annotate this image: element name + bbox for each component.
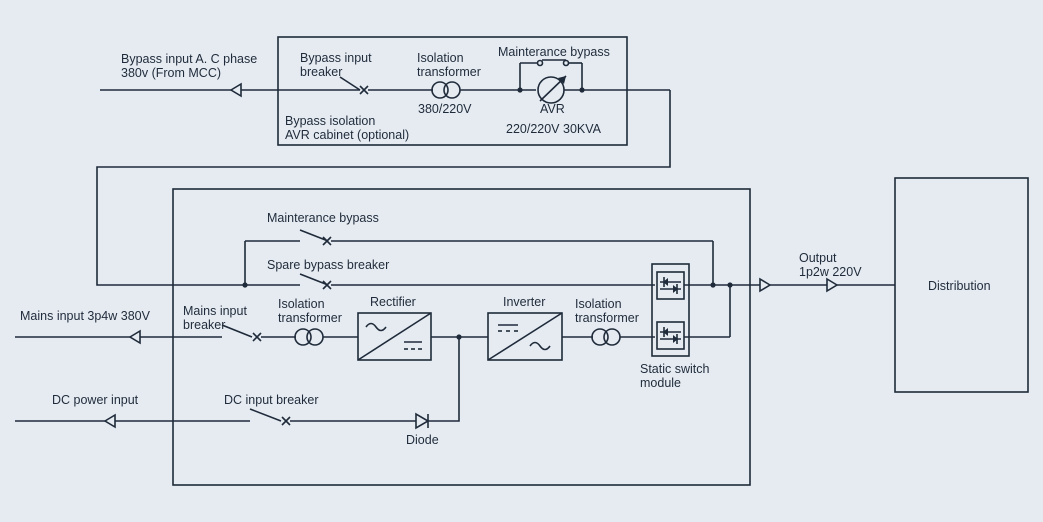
output-arrow	[759, 277, 772, 293]
cabinet-label-1: Bypass isolation	[285, 114, 375, 128]
distribution-box	[894, 177, 1029, 393]
bypass-input-breaker-symbol	[339, 76, 369, 95]
dc-input-breaker-symbol	[249, 408, 291, 426]
static-switch-label-2: module	[640, 376, 681, 390]
thyristor-icon	[660, 277, 681, 294]
dc-input-label: DC power input	[52, 393, 139, 407]
transformer-ratio-label: 380/220V	[418, 102, 472, 116]
output-label-2: 1p2w 220V	[799, 265, 862, 279]
diode-symbol	[415, 412, 430, 430]
spare-bypass-line	[245, 273, 655, 290]
ups-maintenance-bypass-line	[244, 229, 714, 285]
bypass-route-line	[96, 90, 671, 286]
rectifier-label: Rectifier	[370, 295, 416, 309]
junction-dot	[242, 282, 248, 288]
bypass-transformer-label-1: Isolation	[417, 51, 464, 65]
distribution-arrow	[826, 277, 839, 293]
inverter-label: Inverter	[503, 295, 545, 309]
avr-label: AVR	[540, 102, 565, 116]
dc-breaker-label: DC input breaker	[224, 393, 319, 407]
rectifier-symbol	[357, 312, 432, 361]
cabinet-label-2: AVR cabinet (optional)	[285, 128, 409, 142]
mains-breaker-label-1: Mains input	[183, 304, 247, 318]
cabinet-maint-bypass-label: Mainterance bypass	[498, 45, 610, 59]
cabinet-maintenance-bypass-loop	[519, 59, 583, 90]
mains-isolation-transformer-symbol	[294, 328, 324, 346]
thyristor-icon	[660, 327, 681, 344]
bypass-breaker-label-1: Bypass input	[300, 51, 372, 65]
bypass-input-arrow	[229, 82, 242, 98]
avr-rating-label: 220/220V 30KVA	[506, 122, 602, 136]
iso2-label-1: Isolation	[575, 297, 622, 311]
iso1-label-1: Isolation	[278, 297, 325, 311]
avr-symbol	[537, 75, 567, 104]
mains-input-breaker-symbol	[221, 324, 262, 342]
dc-to-dc-bus-line	[428, 337, 460, 422]
static-switch-label-1: Static switch	[640, 362, 710, 376]
ups-maint-bypass-label: Mainterance bypass	[267, 211, 379, 225]
iso1-label-2: transformer	[278, 311, 342, 325]
mains-breaker-label-2: breaker	[183, 318, 225, 332]
bypass-transformer-label-2: transformer	[417, 65, 481, 79]
junction-dot	[517, 87, 523, 93]
diode-label: Diode	[406, 433, 439, 447]
inverter-symbol	[487, 312, 563, 361]
iso2-label-2: transformer	[575, 311, 639, 325]
spare-bypass-label: Spare bypass breaker	[267, 258, 389, 272]
bypass-isolation-transformer-symbol	[431, 81, 461, 99]
bypass-input-label-1: Bypass input A. C phase	[121, 52, 257, 66]
static-switch-module	[651, 263, 731, 357]
dc-input-arrow	[103, 413, 116, 429]
mains-input-label: Mains input 3p4w 380V	[20, 309, 151, 323]
output-label-1: Output	[799, 251, 837, 265]
mains-input-arrow	[128, 329, 141, 345]
bypass-input-label-2: 380v (From MCC)	[121, 66, 221, 80]
bypass-breaker-label-2: breaker	[300, 65, 342, 79]
distribution-label: Distribution	[928, 279, 991, 293]
inverter-isolation-transformer-symbol	[591, 328, 621, 346]
bypass-avr-cabinet	[277, 36, 628, 146]
